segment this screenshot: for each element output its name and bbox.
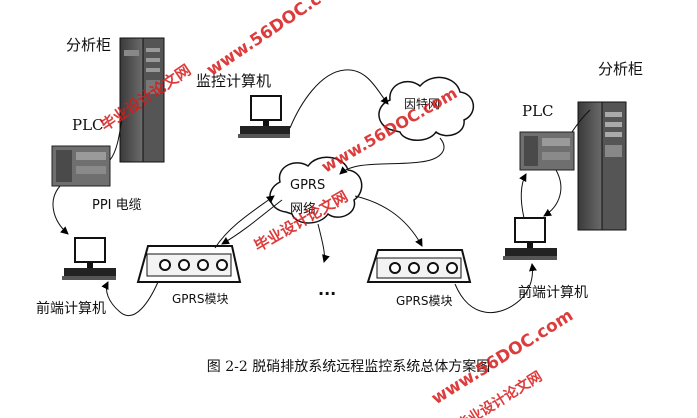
link-plc-right-to-pc-right bbox=[543, 169, 562, 217]
label-gprs-module-left: GPRS模块 bbox=[172, 292, 229, 306]
link-gprs-left-to-pc-left bbox=[101, 281, 159, 317]
link-plc-left-to-cabinet bbox=[109, 117, 123, 161]
analysis-cabinet-right bbox=[577, 101, 627, 231]
label-ppi-cable: PPI 电缆 bbox=[92, 198, 142, 213]
frontend-computer-left bbox=[62, 237, 116, 280]
label-cabinet-left: 分析柜 bbox=[66, 36, 112, 54]
plc-device-right bbox=[519, 131, 575, 171]
link-plc-right-to-cabinet bbox=[571, 109, 591, 133]
connections bbox=[52, 69, 591, 317]
label-internet: 因特网 bbox=[404, 97, 441, 111]
link-pc-right-to-plc bbox=[519, 173, 527, 219]
label-cabinet-right: 分析柜 bbox=[598, 60, 644, 78]
frontend-computer-right bbox=[503, 217, 557, 260]
gprs-network-cloud bbox=[269, 156, 363, 224]
label-plc-left: PLC bbox=[72, 116, 104, 134]
label-gprs-module-right: GPRS模块 bbox=[396, 294, 453, 308]
figure-caption: 图 2-2 脱硝排放系统远程监控系统总体方案图 bbox=[206, 359, 491, 375]
label-gprs-network-line2: 网络 bbox=[290, 202, 317, 217]
gprs-module-right bbox=[366, 249, 472, 283]
link-monitor-internet bbox=[289, 69, 389, 129]
link-internet-gprs-network bbox=[339, 137, 445, 175]
label-plc-right: PLC bbox=[522, 102, 554, 120]
monitor-computer bbox=[238, 95, 290, 138]
link-gprs-left-to-network bbox=[214, 195, 275, 249]
label-frontend-computer-right: 前端计算机 bbox=[518, 285, 588, 301]
label-frontend-computer-left: 前端计算机 bbox=[36, 301, 106, 317]
internet-cloud bbox=[378, 76, 474, 141]
gprs-module-left bbox=[136, 245, 242, 283]
link-network-to-gprs-right bbox=[354, 195, 423, 247]
link-network-downward bbox=[317, 223, 330, 263]
link-plc-left-to-pc-left bbox=[52, 185, 69, 235]
link-gprs-right-to-pc-right bbox=[454, 263, 537, 314]
label-ellipsis: ··· bbox=[318, 284, 337, 303]
link-network-to-gprs-left bbox=[221, 199, 283, 245]
label-monitor-computer: 监控计算机 bbox=[196, 72, 272, 90]
label-gprs-network-line1: GPRS bbox=[290, 178, 326, 193]
plc-device-left bbox=[51, 145, 111, 187]
analysis-cabinet-left bbox=[119, 37, 165, 163]
